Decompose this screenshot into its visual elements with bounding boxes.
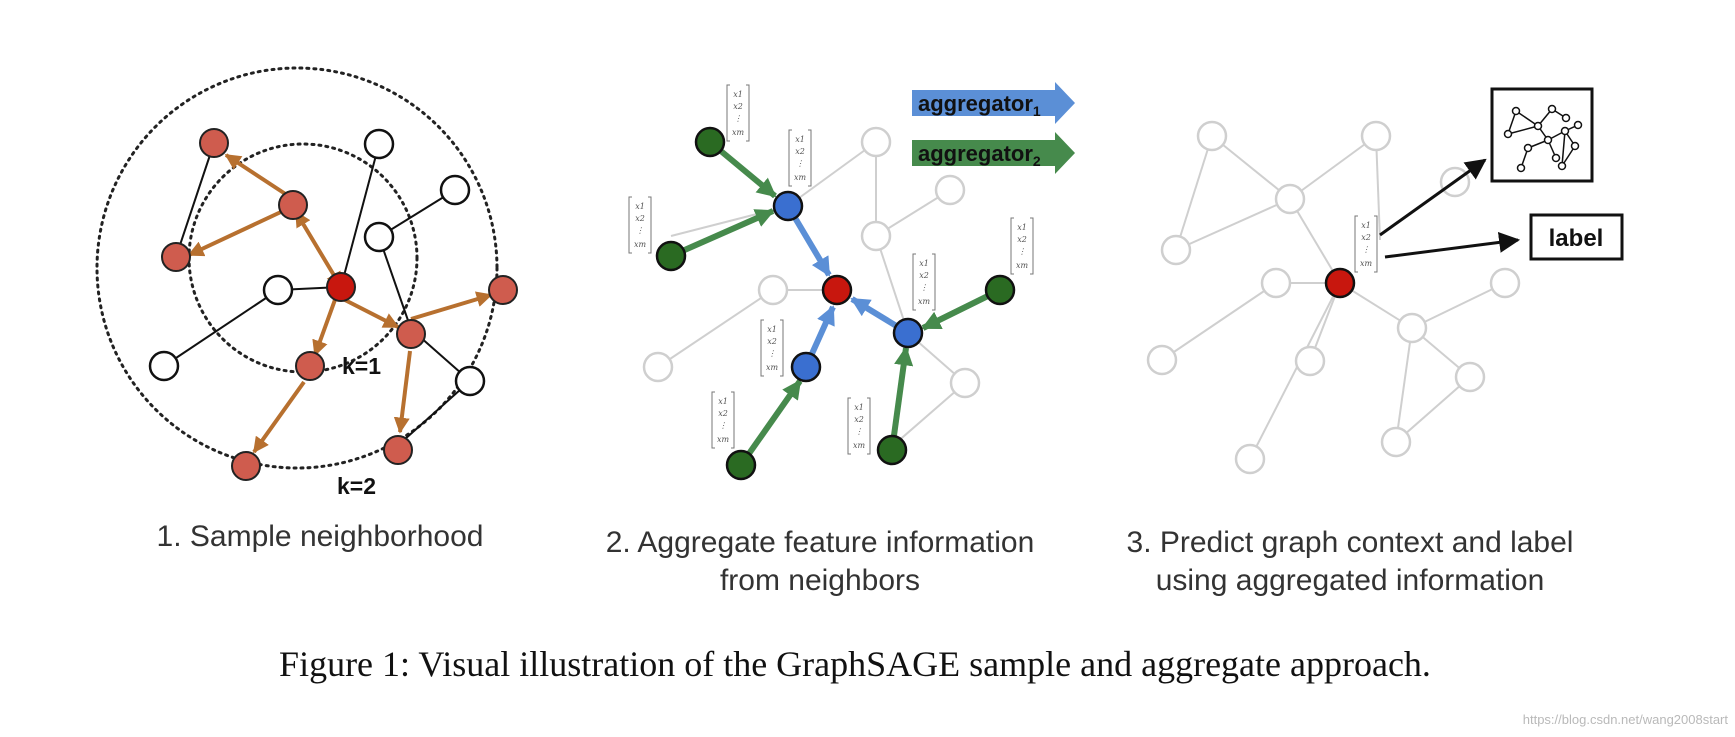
feature-vector [847, 397, 871, 455]
node [262, 274, 294, 306]
panel3-caption-line1: 3. Predict graph context and label [1127, 526, 1574, 559]
node [1146, 344, 1178, 376]
label-arrow [1384, 231, 1521, 259]
aggregator2-arrow: aggregator2 [912, 132, 1075, 174]
context-arrow [1379, 158, 1487, 237]
hop1-node [790, 351, 822, 383]
aggregated-feature-vector [1354, 215, 1378, 273]
node [1380, 426, 1412, 458]
sampled-node [295, 351, 325, 381]
feature-vector [1010, 217, 1034, 275]
target-node [326, 272, 356, 302]
svg-text:aggregator2: aggregator2 [918, 141, 1041, 169]
panel2-faded-nodes [642, 126, 981, 399]
node [1260, 267, 1292, 299]
sampled-node [383, 435, 413, 465]
hop2-node [876, 434, 908, 466]
aggregator1-label: aggregator [918, 91, 1033, 116]
aggregator2-label: aggregator [918, 141, 1033, 166]
target-node [821, 274, 853, 306]
label-box-text: label [1549, 225, 1604, 252]
figure-caption: Figure 1: Visual illustration of the Gra… [279, 644, 1431, 684]
node [1196, 120, 1228, 152]
panel1-sampled-nodes [161, 128, 518, 481]
k2-boundary [95, 66, 499, 470]
target-node [1324, 267, 1356, 299]
svg-text:aggregator1: aggregator1 [918, 91, 1041, 119]
panel-aggregate-features: aggregator1 aggregator2 2. Aggregate fea… [606, 82, 1075, 597]
panel2-hop1-nodes [772, 190, 924, 383]
watermark: https://blog.csdn.net/wang2008start [1523, 712, 1729, 727]
node [860, 220, 892, 252]
panel1-caption: 1. Sample neighborhood [157, 520, 484, 553]
sampled-node [199, 128, 229, 158]
node [1489, 267, 1521, 299]
sampled-node [488, 275, 518, 305]
k1-boundary [187, 142, 419, 374]
panel2-faded-edges [657, 141, 966, 451]
panel1-unsampled-nodes [148, 128, 486, 397]
node [363, 128, 395, 160]
node [148, 350, 180, 382]
panel1-edges [163, 142, 471, 449]
node [1396, 312, 1428, 344]
hop1-node [892, 317, 924, 349]
aggregator2-subscript: 2 [1033, 153, 1041, 169]
node [949, 367, 981, 399]
feature-vector [711, 391, 735, 449]
hop2-node [655, 240, 687, 272]
node [1294, 345, 1326, 377]
aggregator1-subscript: 1 [1033, 103, 1041, 119]
hop2-node [694, 126, 726, 158]
node [1360, 120, 1392, 152]
hop2-node [725, 449, 757, 481]
panel2-caption-line1: 2. Aggregate feature information [606, 526, 1035, 559]
aggregator1-arrow: aggregator1 [912, 82, 1075, 124]
feature-vector [726, 84, 750, 142]
hop2-node [984, 274, 1016, 306]
feature-vector [628, 196, 652, 254]
sampled-node [396, 319, 426, 349]
node [1234, 443, 1266, 475]
node [860, 126, 892, 158]
feature-vector [912, 253, 936, 311]
label-box: label [1529, 213, 1624, 261]
sampled-node [231, 451, 261, 481]
panel3-caption-line2: using aggregated information [1156, 564, 1545, 597]
hop1-node [772, 190, 804, 222]
panel2-hop2-nodes [655, 126, 1016, 481]
k2-label: k=2 [337, 473, 376, 499]
k1-label: k=1 [342, 353, 381, 379]
node [642, 351, 674, 383]
feature-vector [788, 129, 812, 187]
panel-sample-neighborhood: k=1 k=2 1. Sample neighborhood [95, 66, 518, 553]
node [757, 274, 789, 306]
graph-context-box [1490, 87, 1594, 183]
node [1274, 183, 1306, 215]
node [454, 365, 486, 397]
feature-vector [760, 319, 784, 377]
mini-graph-icon [1503, 104, 1583, 173]
sampled-node [161, 242, 191, 272]
node [1160, 234, 1192, 266]
panel-predict: label 3. Predict graph context and label… [1127, 87, 1624, 597]
node [439, 174, 471, 206]
sampled-node [278, 190, 308, 220]
panel2-caption-line2: from neighbors [720, 564, 920, 597]
node [934, 174, 966, 206]
node [1454, 361, 1486, 393]
node [363, 221, 395, 253]
